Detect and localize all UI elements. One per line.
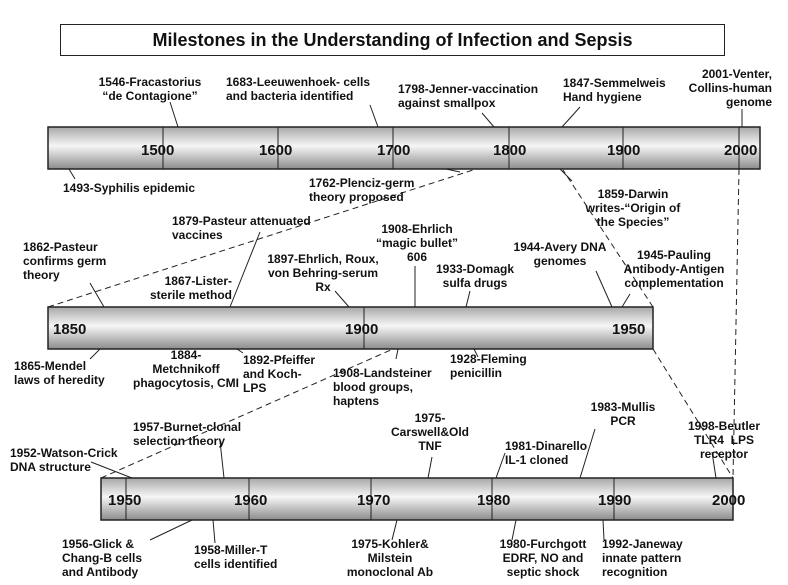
leader-line — [579, 428, 596, 479]
event-label: 1892-Pfeiffer and Koch- LPS — [243, 353, 316, 395]
timeline-bar — [47, 306, 654, 350]
tick-label: 1700 — [377, 142, 411, 159]
event-label: 1981-Dinarello IL-1 cloned — [505, 439, 588, 467]
event-label: 1952-Watson-Crick DNA structure — [10, 446, 118, 474]
leader-line — [89, 282, 105, 308]
leader-line — [495, 452, 506, 479]
leader-line — [334, 290, 350, 308]
leader-line — [212, 519, 216, 544]
leader-line — [427, 456, 433, 479]
leader-line — [445, 168, 461, 173]
leader-line — [236, 348, 244, 354]
leader-line — [395, 348, 399, 360]
timeline-bar — [100, 477, 734, 521]
zoom-connector — [100, 348, 394, 479]
event-label: 1928-Fleming penicillin — [450, 352, 527, 380]
event-label: 1980-Furchgott EDRF, NO and septic shock — [499, 537, 587, 579]
event-label: 1908-Ehrlich “magic bullet” 606 — [375, 222, 458, 264]
tick-label: 1850 — [53, 321, 87, 338]
leader-line — [561, 106, 581, 128]
leader-line — [149, 519, 193, 541]
event-label: 1975- Carswell&Old TNF — [390, 411, 470, 453]
tick-label: 1900 — [345, 321, 379, 338]
leader-line — [90, 461, 133, 479]
tick-label: 1960 — [234, 492, 268, 509]
event-label: 1992-Janeway innate pattern recognition — [602, 537, 683, 579]
tick-label: 1950 — [612, 321, 646, 338]
zoom-connector — [652, 348, 734, 479]
leader-line — [229, 231, 261, 308]
event-label: 1847-Semmelweis Hand hygiene — [563, 76, 666, 104]
zoom-connector — [47, 169, 474, 308]
event-label: 1683-Leeuwenhoek- cells and bacteria ide… — [226, 75, 371, 103]
event-label: 1884- Metchnikoff phagocytosis, CMI — [132, 348, 239, 390]
event-label: 1865-Mendel laws of heredity — [14, 359, 105, 387]
tick-label: 1500 — [141, 142, 175, 159]
event-label: 1493-Syphilis epidemic — [63, 181, 196, 195]
event-label: 1944-Avery DNA genomes — [513, 240, 607, 268]
event-label: 1945-Pauling Antibody-Antigen complement… — [623, 248, 725, 290]
tick-label: 1800 — [493, 142, 527, 159]
event-label: 1998-Beutler TLR4 LPS receptor — [687, 419, 761, 461]
tick-label: 1990 — [598, 492, 632, 509]
leader-line — [481, 112, 495, 128]
event-label: 2001-Venter, Collins-human genome — [688, 67, 772, 109]
event-label: 1762-Plenciz-germ theory proposed — [309, 176, 415, 204]
leader-line — [89, 348, 101, 360]
leader-line — [621, 293, 631, 308]
zoom-connector — [562, 169, 654, 308]
event-label: 1546-Fracastorius “de Contagione” — [98, 75, 202, 103]
tick-label: 2000 — [724, 142, 758, 159]
leader-line — [711, 451, 717, 479]
leader-line — [511, 519, 517, 541]
tick-label: 1980 — [477, 492, 511, 509]
figure-title: Milestones in the Understanding of Infec… — [60, 24, 725, 56]
leader-line — [68, 168, 76, 180]
tick-label: 1600 — [259, 142, 293, 159]
event-label: 1957-Burnet-clonal selection theory — [133, 420, 242, 448]
leader-line — [559, 168, 573, 182]
leader-line — [465, 290, 471, 308]
tick-label: 1970 — [357, 492, 391, 509]
tick-label: 1900 — [607, 142, 641, 159]
leader-line — [219, 440, 225, 479]
event-label: 1798-Jenner-vaccination against smallpox — [398, 82, 539, 110]
event-label: 1933-Domagk sulfa drugs — [435, 262, 515, 290]
event-label: 1983-Mullis PCR — [590, 400, 656, 428]
zoom-connector — [732, 168, 740, 479]
event-label: 1867-Lister- sterile method — [149, 274, 232, 302]
event-label: 1862-Pasteur confirms germ theory — [23, 240, 107, 282]
leader-line — [391, 519, 398, 541]
tick-label: 2000 — [712, 492, 746, 509]
leader-line — [595, 270, 613, 308]
event-label: 1975-Kohler& Milstein monoclonal Ab — [346, 537, 434, 579]
event-label: 1897-Ehrlich, Roux, von Behring-serum Rx — [267, 252, 379, 294]
leader-line — [169, 101, 179, 128]
event-label: 1908-Landsteiner blood groups, haptens — [333, 366, 432, 408]
event-label: 1879-Pasteur attenuated vaccines — [172, 214, 311, 242]
event-label: 1956-Glick & Chang-B cells and Antibody — [62, 537, 143, 579]
event-label: 1958-Miller-T cells identified — [194, 543, 278, 571]
timeline-bar — [47, 126, 761, 170]
leader-line — [369, 104, 379, 128]
leader-line — [602, 519, 605, 541]
tick-label: 1950 — [108, 492, 142, 509]
event-label: 1859-Darwin writes-“Origin of the Specie… — [585, 187, 681, 229]
leader-line — [473, 348, 479, 358]
